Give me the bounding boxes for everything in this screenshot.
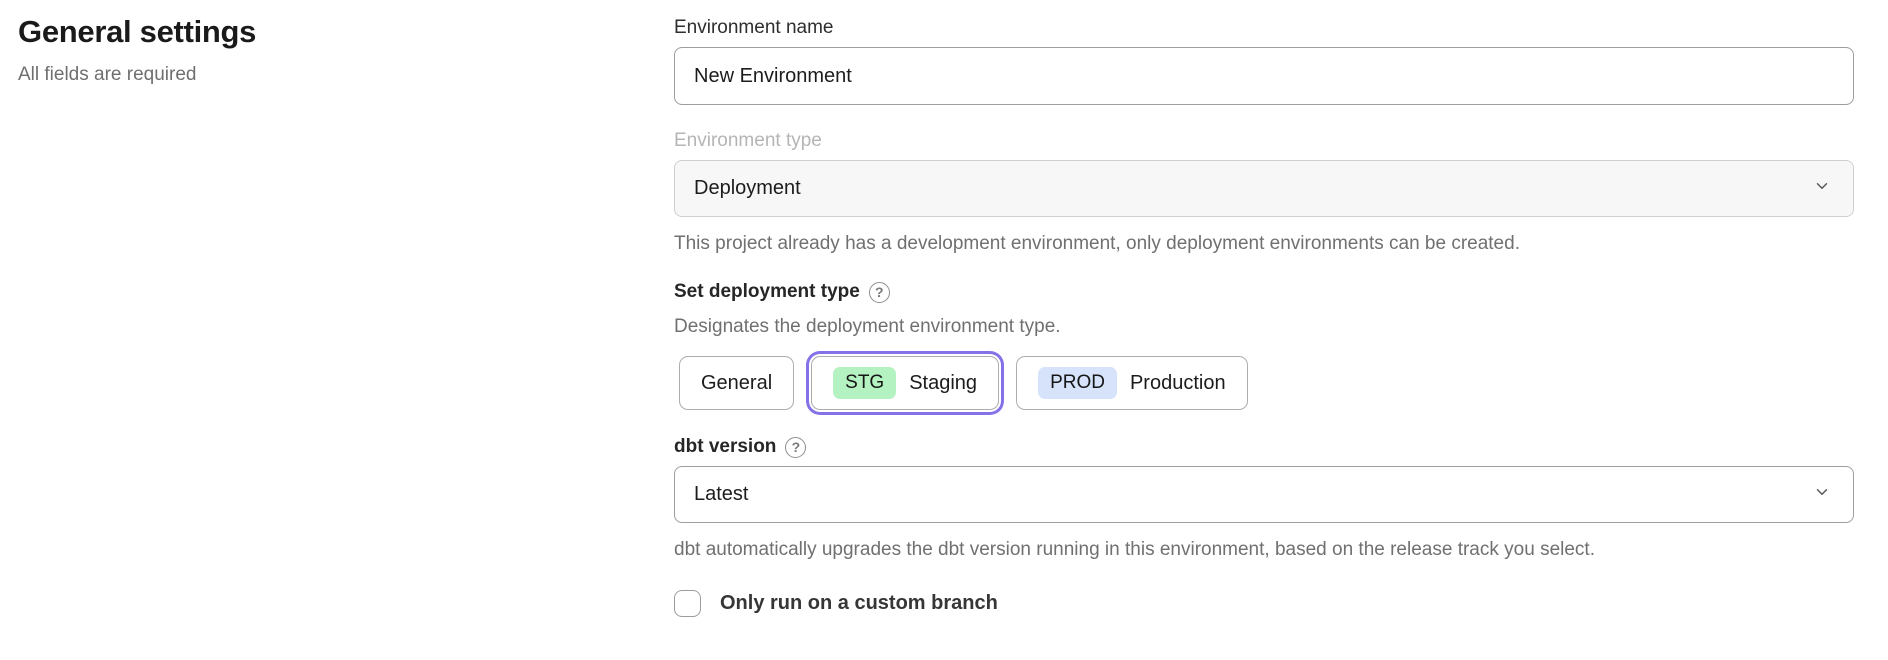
deployment-type-staging-button[interactable]: STG Staging	[811, 356, 1000, 410]
dbt-version-label: dbt version ?	[674, 436, 1854, 458]
environment-name-label: Environment name	[674, 17, 834, 38]
deployment-type-general-button[interactable]: General	[679, 356, 795, 410]
deployment-type-label: Set deployment type ?	[674, 281, 1854, 303]
environment-type-helper: This project already has a development e…	[674, 233, 1520, 254]
deployment-type-options: General STG Staging PROD Production	[674, 351, 1854, 415]
environment-name-input[interactable]	[674, 47, 1854, 105]
deployment-type-description: Designates the deployment environment ty…	[674, 316, 1061, 337]
dbt-version-value: Latest	[694, 483, 749, 505]
help-icon[interactable]: ?	[868, 281, 890, 303]
dbt-version-label-text: dbt version	[674, 436, 777, 457]
deployment-type-production-button[interactable]: PROD Production	[1016, 356, 1248, 410]
settings-form-column: Environment name Environment type Deploy…	[674, 0, 1854, 660]
page-title: General settings	[18, 14, 257, 49]
chevron-down-icon	[1813, 177, 1831, 201]
environment-type-value: Deployment	[694, 177, 801, 199]
chevron-down-icon	[1813, 483, 1831, 507]
dbt-version-select[interactable]: Latest	[674, 466, 1854, 523]
deployment-type-label-text: Set deployment type	[674, 281, 860, 302]
page-subtitle: All fields are required	[18, 64, 197, 85]
settings-header-column: General settings All fields are required	[0, 0, 674, 660]
dbt-version-helper: dbt automatically upgrades the dbt versi…	[674, 539, 1595, 560]
environment-type-select: Deployment	[674, 160, 1854, 217]
deployment-type-staging-label: Staging	[909, 371, 978, 394]
custom-branch-row: Only run on a custom branch	[674, 590, 1854, 617]
deployment-type-production-label: Production	[1129, 371, 1226, 394]
environment-type-label: Environment type	[674, 130, 822, 151]
staging-badge: STG	[833, 367, 897, 399]
production-badge: PROD	[1038, 367, 1117, 399]
custom-branch-checkbox[interactable]	[674, 590, 701, 617]
help-icon[interactable]: ?	[785, 436, 807, 458]
deployment-type-general-label: General	[701, 371, 773, 394]
custom-branch-label[interactable]: Only run on a custom branch	[720, 592, 998, 614]
